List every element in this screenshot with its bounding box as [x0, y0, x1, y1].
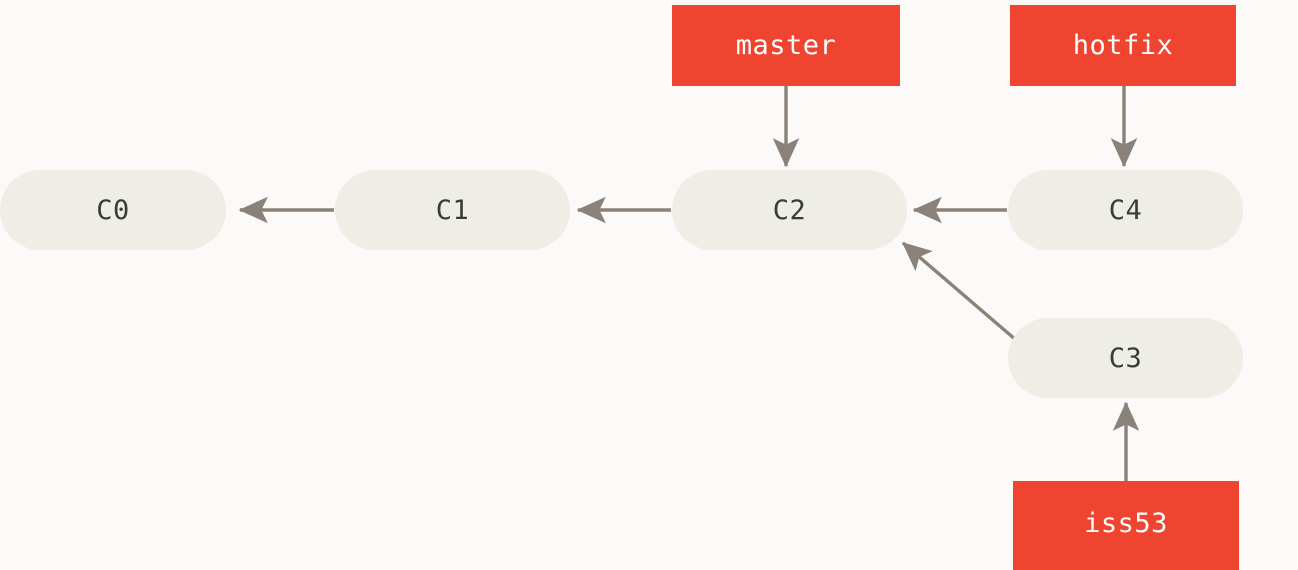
commit-label: C2 [772, 194, 807, 226]
branch-box-iss53: iss53 [1013, 481, 1239, 570]
commit-label: C3 [1108, 342, 1143, 374]
commit-label: C4 [1108, 194, 1143, 226]
commit-label: C1 [435, 194, 470, 226]
commit-node-c2: C2 [672, 170, 907, 250]
branch-box-hotfix: hotfix [1010, 5, 1236, 86]
commit-node-c1: C1 [335, 170, 570, 250]
commit-label: C0 [96, 194, 130, 226]
branch-label: iss53 [1084, 508, 1168, 539]
commit-node-c3: C3 [1008, 318, 1243, 398]
branch-box-master: master [672, 5, 900, 86]
branch-label: hotfix [1072, 30, 1174, 61]
commit-node-c4: C4 [1008, 170, 1243, 250]
edge-c3-to-c2 [901, 241, 1018, 342]
branch-label: master [735, 30, 837, 61]
commit-node-c0: C0 [0, 170, 226, 250]
